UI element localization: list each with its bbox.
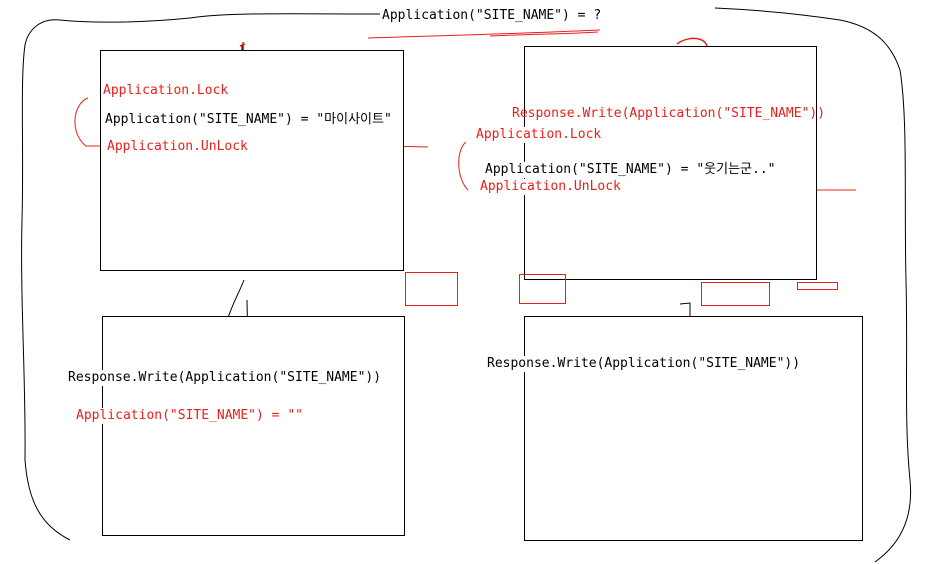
- panel-1: [100, 50, 404, 271]
- panel1-lock: Application.Lock: [103, 83, 229, 98]
- panel2-lock-bracket: [458, 141, 469, 191]
- panel3-write: Response.Write(Application("SITE_NAME")): [487, 356, 801, 372]
- panel1-unlock: Application.UnLock: [107, 139, 248, 154]
- red-rect-c: [701, 282, 770, 306]
- panel2-unlock: Application.UnLock: [480, 179, 621, 195]
- panel4-write: Response.Write(Application("SITE_NAME")): [68, 370, 382, 386]
- outer-scribble-right: [714, 7, 912, 563]
- panel2-lock: Application.Lock: [476, 127, 602, 143]
- panel-4: [102, 316, 405, 536]
- diagram-title: Application("SITE_NAME") = ?: [382, 8, 602, 23]
- red-rect-b: [519, 274, 566, 304]
- red-rect-d: [797, 282, 838, 290]
- outer-scribble: [21, 13, 381, 541]
- panel-3: [524, 316, 863, 541]
- panel2-write: Response.Write(Application("SITE_NAME")): [512, 106, 826, 121]
- panel4-clear: Application("SITE_NAME") = "": [76, 408, 303, 424]
- panel2-assign: Application("SITE_NAME") = "웃기는군..": [485, 162, 788, 178]
- red-rect-a: [405, 272, 458, 306]
- panel1-assign: Application("SITE_NAME") = "마이사이트": [105, 112, 392, 127]
- panel1-lock-bracket: [74, 97, 104, 147]
- title-underline: [367, 29, 601, 39]
